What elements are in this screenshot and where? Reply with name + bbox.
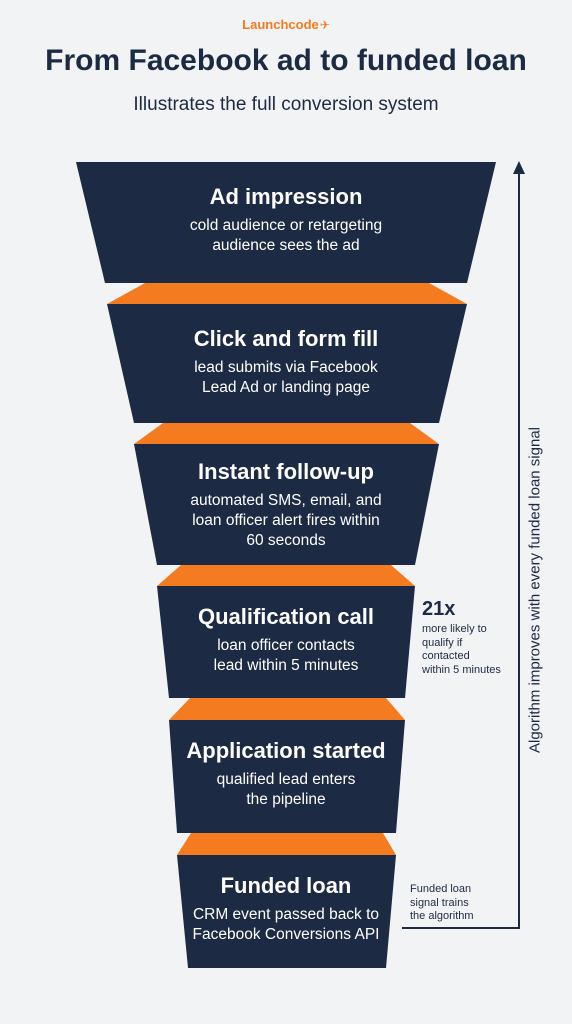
stage-title: Ad impression — [209, 184, 363, 209]
loop-note: Funded loan signal trains the algorithm — [410, 883, 474, 922]
stage-title: Funded loan — [220, 873, 352, 898]
stage-6-shape — [177, 855, 396, 968]
stage-instant-follow-up: Instant follow-up automated SMS, email, … — [0, 459, 572, 551]
stat-callout: 21x more likely to qualify if contacted … — [422, 598, 532, 677]
arrow-up-icon — [513, 161, 525, 174]
brand-name: Launchcode — [242, 17, 319, 32]
page-title: From Facebook ad to funded loan — [45, 44, 527, 77]
stage-title: Click and form fill — [193, 326, 379, 351]
stage-description: loan officer contacts lead within 5 minu… — [213, 637, 359, 674]
stage-description: lead submits via Facebook Lead Ad or lan… — [194, 359, 378, 396]
stage-1-shape — [76, 162, 496, 283]
connector-2 — [134, 423, 439, 444]
stage-click-form-fill: Click and form fill lead submits via Fac… — [0, 326, 572, 398]
feedback-loop-line — [402, 172, 520, 929]
stage-qualification-call: Qualification call loan officer contacts… — [0, 604, 572, 676]
stage-title: Qualification call — [197, 604, 375, 629]
page-subtitle: Illustrates the full conversion system — [133, 94, 439, 115]
stage-description: qualified lead enters the pipeline — [216, 771, 356, 808]
brand-logo: Launchcode✈ — [0, 17, 572, 32]
connector-3 — [157, 565, 415, 586]
plane-icon: ✈ — [319, 18, 330, 32]
stage-description: automated SMS, email, and loan officer a… — [190, 492, 382, 549]
connector-4 — [169, 698, 405, 720]
stage-description: cold audience or retargeting audience se… — [189, 217, 383, 254]
stage-5-shape — [169, 720, 405, 833]
stage-4-shape — [157, 586, 415, 698]
stage-title: Instant follow-up — [198, 459, 374, 484]
stat-value: 21x — [422, 598, 456, 620]
stage-2-shape — [107, 304, 467, 423]
stage-title: Application started — [186, 738, 386, 763]
connector-5 — [177, 833, 396, 855]
stage-description: CRM event passed back to Facebook Conver… — [192, 906, 380, 943]
stage-funded-loan: Funded loan CRM event passed back to Fac… — [0, 873, 572, 945]
connector-1 — [107, 283, 467, 304]
stat-description: more likely to qualify if contacted with… — [422, 623, 501, 676]
stage-3-shape — [134, 444, 439, 565]
side-label-text: Algorithm improves with every funded loa… — [526, 427, 544, 753]
stage-ad-impression: Ad impression cold audience or retargeti… — [0, 184, 572, 256]
stage-application-started: Application started qualified lead enter… — [0, 738, 572, 810]
